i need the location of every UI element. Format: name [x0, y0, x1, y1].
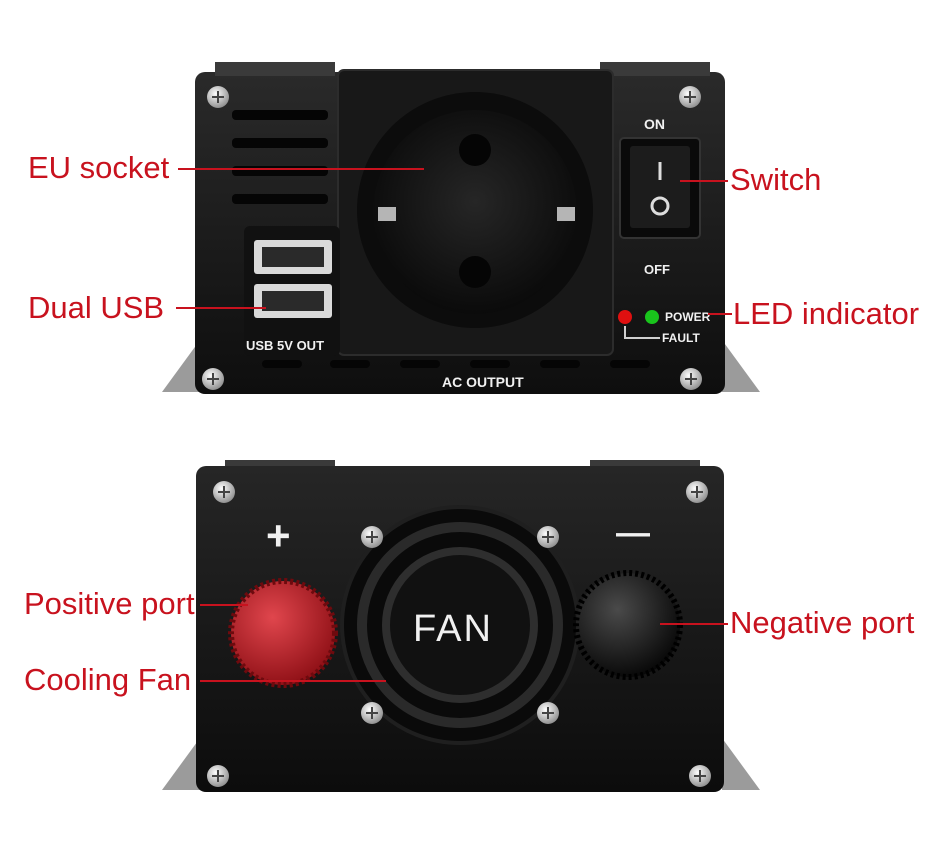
switch-on-label: ON [644, 116, 665, 132]
minus-symbol: — [616, 514, 650, 552]
switch-callout: Switch [730, 162, 822, 197]
switch-leader [680, 180, 728, 182]
inverter-rear-panel: + — FAN Positive port Negative port Cool… [0, 440, 950, 860]
fault-led-label: FAULT [662, 331, 700, 345]
inverter-front-panel: ON OFF USB 5V OUT AC OUTPUT POWER FAULT … [0, 0, 950, 420]
usb-output-label: USB 5V OUT [246, 338, 325, 353]
led-indicator-callout: LED indicator [733, 296, 920, 331]
plus-symbol: + [266, 512, 291, 559]
negative-port-leader [660, 623, 728, 625]
eu-socket-leader [178, 168, 424, 170]
switch-off-label: OFF [644, 262, 670, 277]
led-indicator-leader [708, 313, 732, 315]
cooling-fan-callout: Cooling Fan [24, 662, 192, 697]
power-led-label: POWER [665, 310, 711, 324]
eu-socket-callout: EU socket [28, 150, 170, 185]
rear-panel-body [162, 460, 760, 792]
positive-port-callout: Positive port [24, 586, 195, 621]
front-panel-body [162, 62, 760, 394]
fan-label: FAN [413, 608, 493, 650]
positive-port-leader [200, 604, 248, 606]
cooling-fan-leader [200, 680, 386, 682]
dual-usb-leader [176, 307, 266, 309]
negative-port-callout: Negative port [730, 605, 915, 640]
ac-output-label: AC OUTPUT [442, 374, 524, 390]
dual-usb-callout: Dual USB [28, 290, 165, 325]
